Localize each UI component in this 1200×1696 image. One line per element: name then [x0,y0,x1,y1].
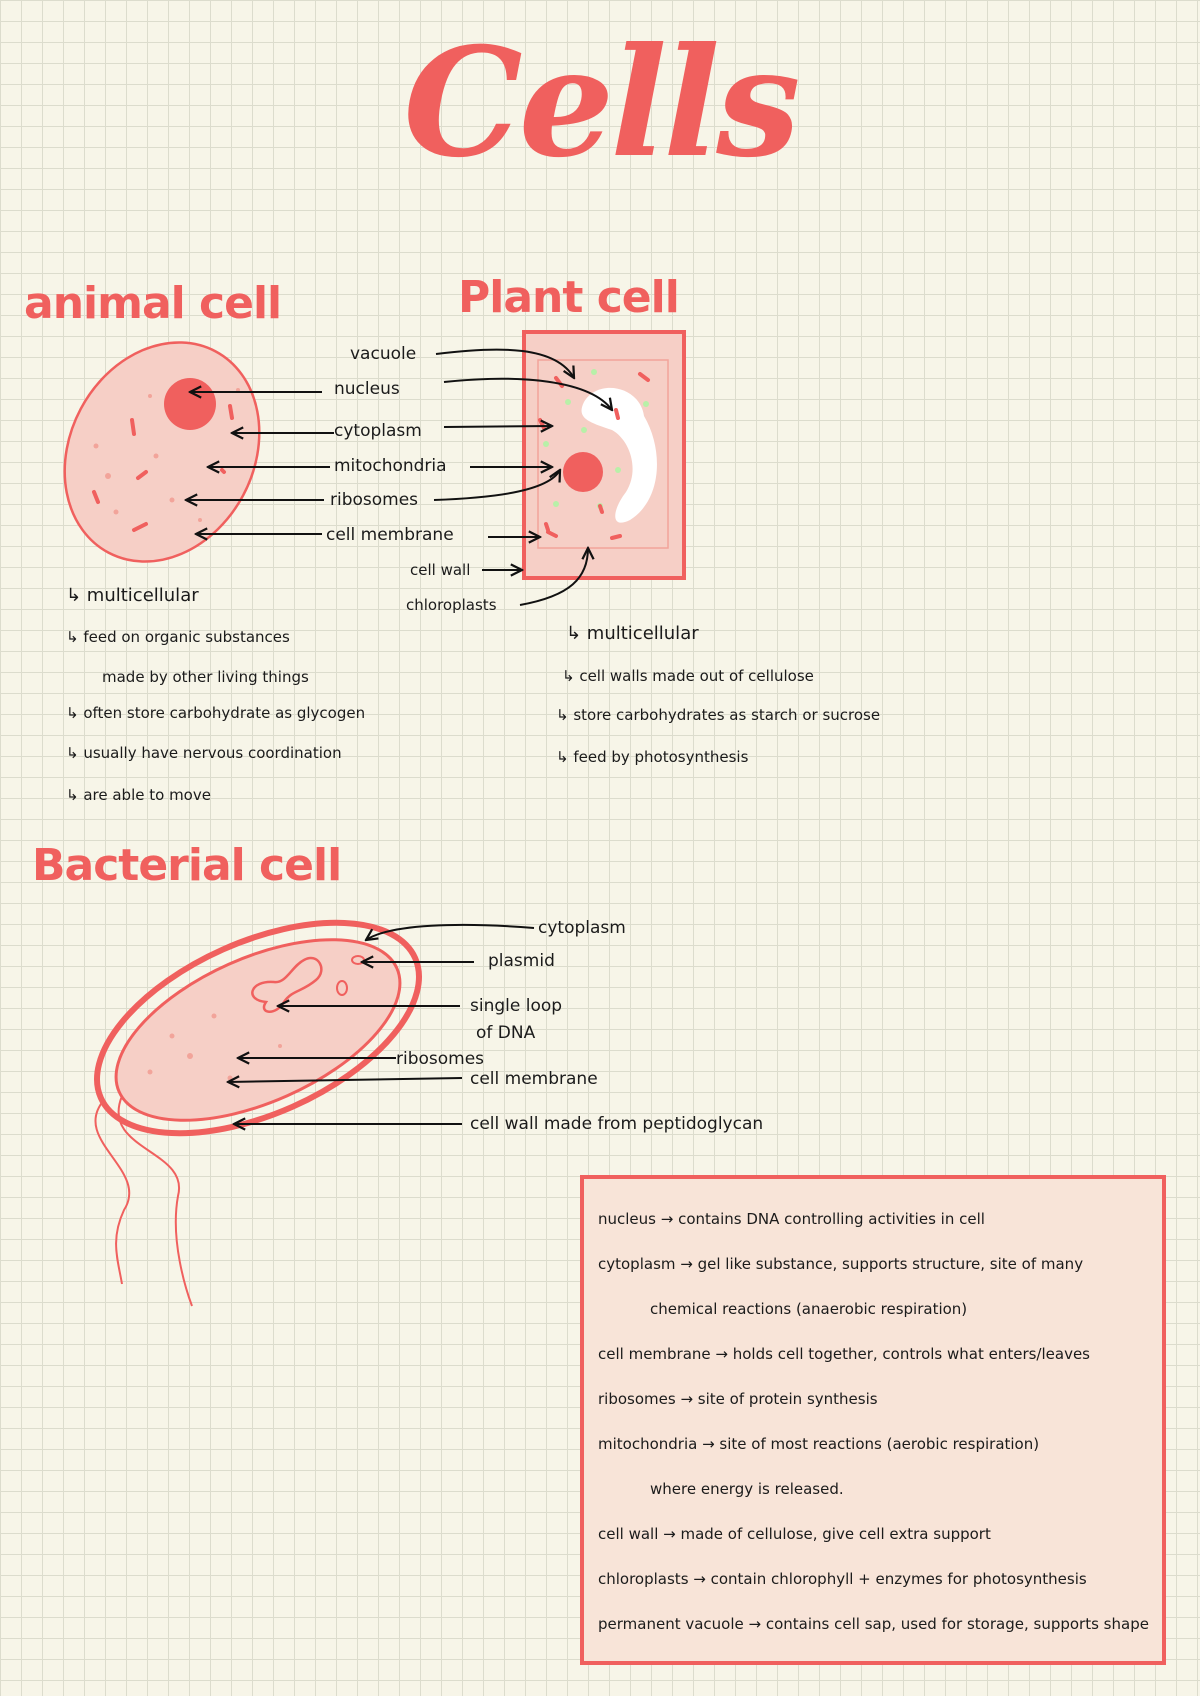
animal-cell-heading: animal cell [24,278,282,329]
arrow-bact-membrane [228,1078,463,1082]
label-bact-wall: cell wall made from peptidoglycan [470,1114,764,1134]
animal-nucleus [164,378,216,430]
summary-line: cytoplasm → gel like substance, supports… [598,1255,1084,1273]
summary-line: mitochondria → site of most reactions (a… [598,1435,1040,1453]
label-cell-wall: cell wall [410,561,471,579]
plant-note: ↳ store carbohydrates as starch or sucro… [556,706,881,724]
plant-note: ↳ feed by photosynthesis [556,748,749,766]
bacterial-cell-heading: Bacterial cell [32,840,342,891]
arrow-bact-cytoplasm [366,923,535,940]
summary-line: permanent vacuole → contains cell sap, u… [598,1615,1149,1633]
label-dna-line1: single loop [470,996,563,1016]
label-dna-line2: of DNA [476,1023,536,1043]
arrow-cytoplasm-plant [443,426,552,427]
plant-cell-heading: Plant cell [458,272,680,323]
arrow-nucleus-plant [443,377,612,410]
summary-box: nucleus → contains DNA controlling activ… [580,1175,1166,1665]
label-plasmid: plasmid [488,951,555,971]
animal-note: ↳ usually have nervous coordination [66,744,342,762]
arrow-ribosomes-plant [433,470,560,501]
summary-line: chloroplasts → contain chlorophyll + enz… [598,1570,1087,1588]
summary-line: where energy is released. [650,1480,844,1498]
label-nucleus: nucleus [334,379,400,399]
summary-line: chemical reactions (anaerobic respiratio… [650,1300,968,1318]
plant-nucleus [563,452,603,492]
label-bact-membrane: cell membrane [470,1069,598,1089]
bacterial-cell-drawing [94,919,422,1307]
animal-note: made by other living things [102,668,309,686]
animal-note: ↳ multicellular [66,585,199,606]
label-bact-ribosomes: ribosomes [396,1049,485,1069]
page-title: Cells [403,15,800,191]
plant-cell-drawing [522,330,686,580]
label-ribosomes: ribosomes [330,490,419,510]
arrow-chloroplasts [519,548,588,606]
summary-line: cell wall → made of cellulose, give cell… [598,1525,991,1543]
summary-line: nucleus → contains DNA controlling activ… [598,1210,985,1228]
label-bact-cytoplasm: cytoplasm [538,918,626,938]
plant-note: ↳ multicellular [566,623,699,644]
summary-line: cell membrane → holds cell together, con… [598,1345,1090,1363]
animal-cell-drawing [63,341,261,563]
arrow-vacuole [435,348,574,378]
animal-note: ↳ feed on organic substances [66,628,290,646]
animal-note: ↳ often store carbohydrate as glycogen [66,704,366,722]
label-mitochondria: mitochondria [334,456,447,476]
summary-line: ribosomes → site of protein synthesis [598,1390,878,1408]
animal-note: ↳ are able to move [66,786,211,804]
label-cytoplasm: cytoplasm [334,421,422,441]
label-cell-membrane: cell membrane [326,525,454,545]
label-vacuole: vacuole [350,344,417,364]
plant-note: ↳ cell walls made out of cellulose [562,667,814,685]
label-chloroplasts: chloroplasts [406,596,497,614]
